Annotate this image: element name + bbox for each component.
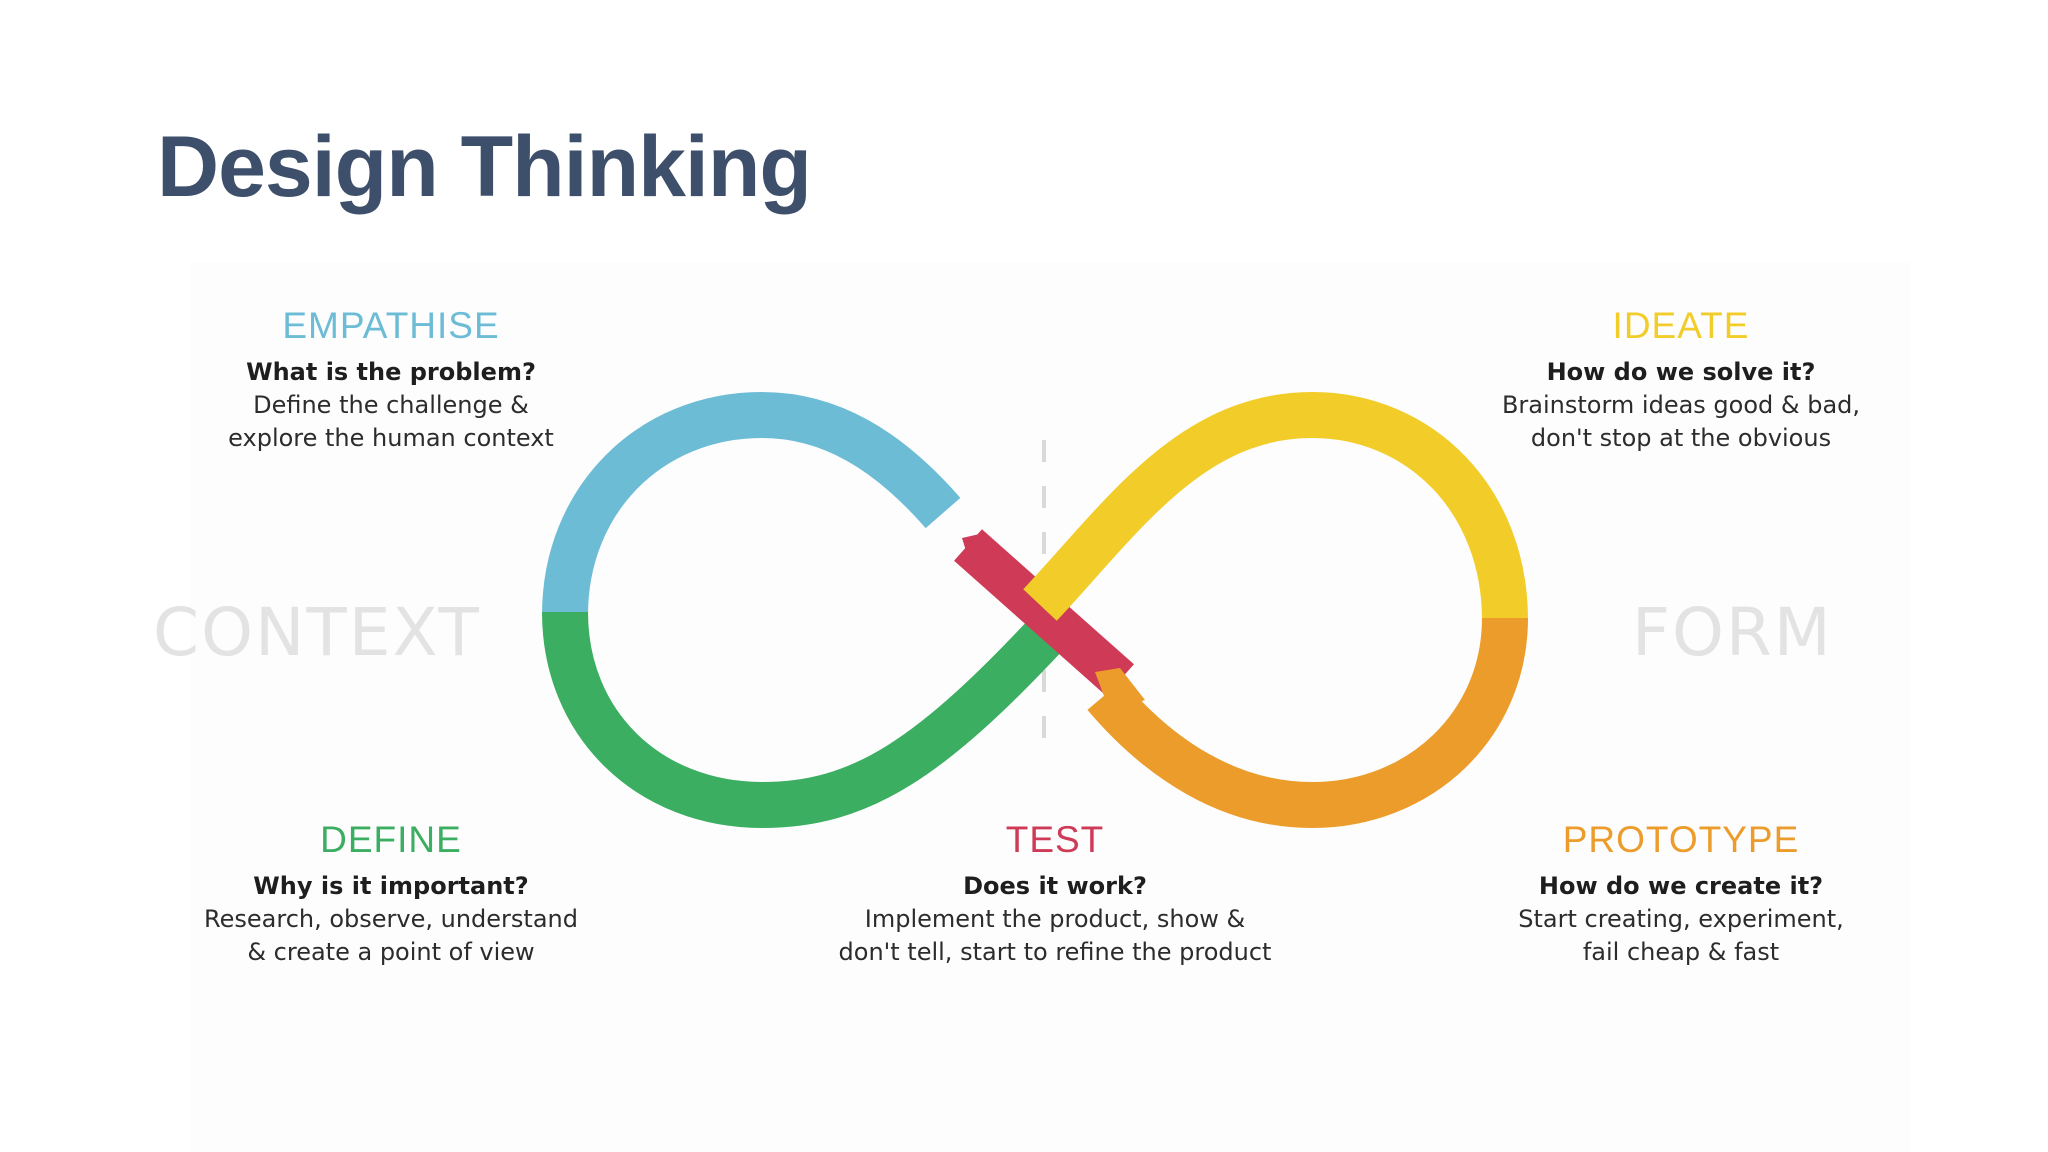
stage-prototype: PROTOTYPE How do we create it? Start cre… (1518, 818, 1844, 969)
stage-question: What is the problem? (246, 358, 536, 386)
stage-desc-line: & create a point of view (247, 938, 535, 966)
stage-desc-line: don't stop at the obvious (1530, 424, 1832, 452)
stage-define: DEFINE Why is it important? Research, ob… (204, 818, 578, 969)
form-label: FORM (1632, 594, 1833, 671)
stage-desc-line: Define the challenge & (253, 391, 529, 419)
stage-desc-line: Implement the product, show & (864, 905, 1246, 933)
context-label: CONTEXT (153, 594, 481, 671)
prototype-arc (1087, 617, 1528, 829)
stage-question: How do we solve it? (1546, 358, 1816, 386)
stage-desc-line: don't tell, start to refine the product (838, 938, 1272, 966)
stage-test: TEST Does it work? Implement the product… (839, 818, 1272, 969)
stage-question: Why is it important? (253, 872, 529, 900)
stage-desc-line: explore the human context (228, 424, 554, 452)
stage-title: EMPATHISE (282, 305, 500, 346)
stage-empathise: EMPATHISE What is the problem? Define th… (228, 304, 554, 455)
stage-title: TEST (1005, 819, 1105, 860)
stage-desc-line: Start creating, experiment, (1518, 905, 1844, 933)
stage-title: DEFINE (320, 819, 462, 860)
stage-desc-line: Brainstorm ideas good & bad, (1501, 391, 1861, 419)
stage-question: Does it work? (963, 872, 1147, 900)
prototype-arrowhead (1095, 668, 1145, 712)
test-band (954, 529, 1134, 696)
stage-desc-line: Research, observe, understand (204, 905, 578, 933)
empathise-arc (542, 391, 961, 616)
stage-ideate: IDEATE How do we solve it? Brainstorm id… (1502, 304, 1860, 455)
define-arc (542, 609, 1072, 829)
stage-title: PROTOTYPE (1562, 819, 1800, 860)
slide-title: Design Thinking (157, 119, 812, 215)
test-arrowhead (962, 533, 1000, 570)
diagram-background (190, 262, 1910, 1152)
stage-question: How do we create it? (1538, 872, 1824, 900)
stage-title: IDEATE (1612, 305, 1750, 346)
ideate-arc (1023, 391, 1528, 621)
stage-desc-line: fail cheap & fast (1582, 938, 1780, 966)
